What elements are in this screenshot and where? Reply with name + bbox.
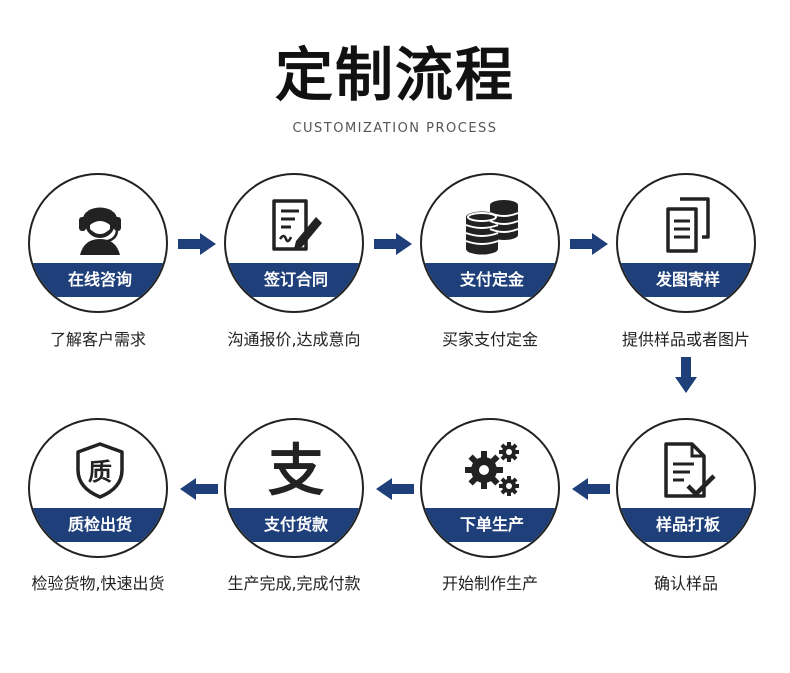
step-sample-proof: 样品打板 [616, 418, 756, 558]
quality-glyph: 质 [88, 458, 112, 486]
step-sign-contract: 签订合同 [224, 173, 364, 313]
quality-shield-icon: 质 [76, 442, 124, 499]
page-subtitle: CUSTOMIZATION PROCESS [292, 121, 498, 136]
step-label: 支付定金 [459, 270, 524, 289]
arrow-right-icon [178, 233, 216, 255]
gears-icon [465, 442, 519, 496]
step-pay-deposit: 支付定金 [420, 173, 560, 313]
step-label: 签订合同 [263, 270, 328, 289]
step-description: 沟通报价,达成意向 [227, 330, 361, 349]
step-description: 生产完成,完成付款 [227, 574, 361, 593]
step-description: 提供样品或者图片 [621, 330, 750, 349]
document-check-icon [664, 442, 716, 498]
contract-sign-icon [272, 199, 322, 251]
step-description: 开始制作生产 [441, 574, 538, 593]
arrow-down-icon [675, 357, 697, 393]
step-production: 下单生产 [420, 418, 560, 558]
arrow-left-icon [572, 478, 610, 500]
arrow-right-icon [374, 233, 412, 255]
page-title: 定制流程 [274, 41, 515, 109]
step-description: 了解客户需求 [49, 330, 146, 349]
arrow-right-icon [570, 233, 608, 255]
step-label: 在线咨询 [67, 270, 132, 289]
documents-icon [666, 197, 710, 253]
step-label: 支付货款 [263, 515, 328, 534]
step-label: 发图寄样 [655, 270, 720, 289]
arrow-left-icon [180, 478, 218, 500]
step-label: 质检出货 [67, 515, 132, 534]
step-pay-balance: 支 支付货款 [224, 418, 364, 558]
alipay-icon: 支 [268, 440, 324, 500]
coin-stack-icon [465, 200, 519, 255]
alipay-glyph: 支 [268, 440, 324, 500]
step-description: 确认样品 [653, 574, 718, 593]
arrow-left-icon [376, 478, 414, 500]
step-description: 检验货物,快速出货 [31, 574, 165, 593]
step-online-consult: 在线咨询 [28, 173, 168, 313]
step-label: 样品打板 [655, 515, 720, 534]
step-description: 买家支付定金 [441, 330, 538, 349]
step-inspect-ship: 质 质检出货 [28, 418, 168, 558]
customer-service-headset-icon [79, 207, 121, 255]
step-label: 下单生产 [459, 515, 524, 534]
step-send-samples: 发图寄样 [616, 173, 756, 313]
